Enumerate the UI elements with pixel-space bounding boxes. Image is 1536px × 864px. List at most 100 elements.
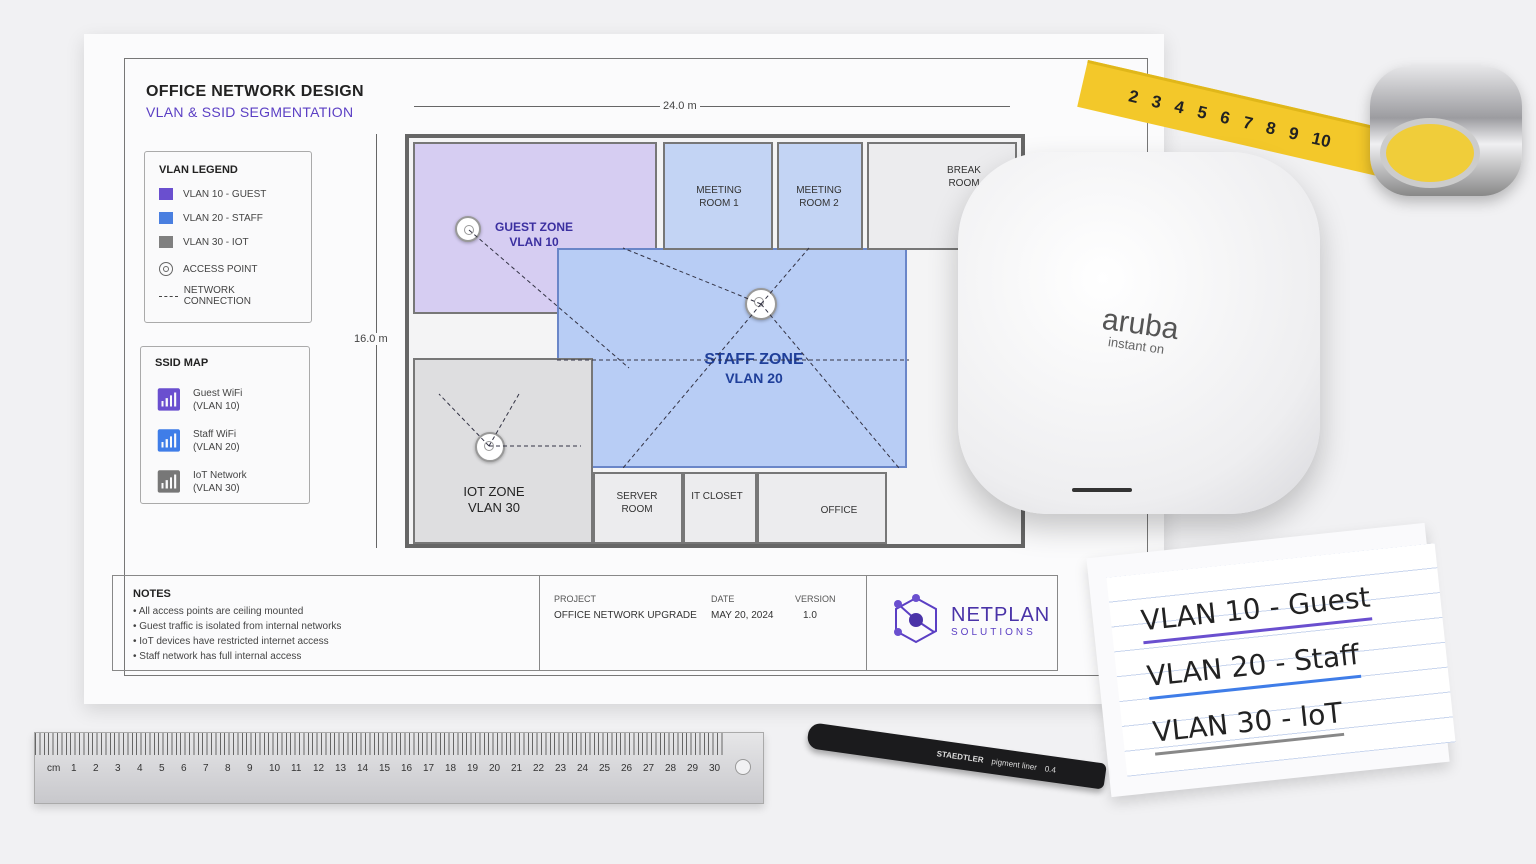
guest-zone-label: GUEST ZONE (494, 220, 573, 234)
swatch (159, 236, 173, 248)
version-label: VERSION (795, 594, 836, 604)
swatch (159, 212, 173, 224)
legend-label: ACCESS POINT (183, 263, 258, 275)
ruler-tick-label: 4 (137, 763, 143, 774)
ruler-tick-label: 8 (225, 763, 231, 774)
ruler-tick-label: 5 (159, 763, 165, 774)
width-dimension: 24.0 m (660, 100, 700, 112)
legend-label: VLAN 20 - STAFF (183, 212, 263, 224)
guest-zone-vlan: VLAN 10 (509, 235, 559, 249)
ruler-tick-label: 9 (247, 763, 253, 774)
ruler-hole (735, 759, 751, 775)
ruler-tick-label: 27 (643, 763, 655, 774)
server-room-label: SERVER ROOM (616, 491, 658, 515)
ruler-tick-label: 21 (511, 763, 523, 774)
vlan-legend: VLAN LEGEND VLAN 10 - GUEST VLAN 20 - ST… (144, 151, 312, 323)
iot-zone-label: IOT ZONE (463, 484, 525, 499)
note-item: • Guest traffic is isolated from interna… (133, 621, 342, 632)
network-connections (438, 229, 909, 469)
access-point-icon (475, 432, 505, 462)
ruler-unit: cm (47, 763, 61, 774)
meeting-room-2-label: MEETING ROOM 2 (796, 185, 842, 209)
note-item: • Staff network has full internal access (133, 651, 302, 662)
legend-item: VLAN 10 - GUEST (159, 182, 297, 206)
ssid-name: Guest WiFi (192, 387, 243, 399)
ruler-tick-label: 14 (357, 763, 369, 774)
access-point-icon (455, 216, 481, 242)
date-label: DATE (711, 594, 735, 604)
ruler-tick-label: 16 (401, 763, 413, 774)
aruba-access-point: aruba instant on (958, 152, 1320, 514)
ssid-item: 📶︎ Guest WiFi(VLAN 10) (155, 379, 295, 420)
date-value: MAY 20, 2024 (711, 610, 774, 621)
ssid-name: IoT Network (192, 469, 247, 481)
server-room (593, 472, 683, 544)
iot-zone-vlan: VLAN 30 (467, 500, 521, 516)
ruler-tick-label: 19 (467, 763, 479, 774)
wifi-icon: 📶︎ (155, 427, 183, 453)
meeting-room-1-label: MEETING ROOM 1 (696, 185, 742, 209)
ruler-tick-label: 6 (181, 763, 187, 774)
staff-zone (557, 248, 907, 468)
sheet-title: OFFICE NETWORK DESIGN (146, 83, 364, 100)
legend-label: NETWORK CONNECTION (183, 285, 251, 307)
ruler-tick-label: 30 (709, 763, 721, 774)
height-dimension: 16.0 m (354, 333, 388, 345)
office-label: OFFICE (820, 505, 858, 516)
wifi-icon: 📶︎ (155, 468, 183, 494)
card-line-iot: VLAN 30 - IoT (1150, 692, 1345, 756)
index-card: VLAN 10 - Guest VLAN 20 - Staff VLAN 30 … (1106, 543, 1456, 777)
legend-item: NETWORK CONNECTION (159, 284, 297, 308)
notes: NOTES • All access points are ceiling mo… (133, 588, 341, 664)
ruler-tick-label: 11 (291, 763, 302, 774)
ruler-tick-label: 23 (555, 763, 567, 774)
ruler-tick-label: 7 (203, 763, 209, 774)
access-point-icon (159, 262, 173, 276)
ssid-item: 📶︎ Staff WiFi(VLAN 20) (155, 420, 295, 461)
meeting-room-2 (777, 142, 863, 250)
ruler-tick-label: 22 (533, 763, 545, 774)
card-line-staff: VLAN 20 - Staff (1144, 634, 1362, 700)
logo-tagline: SOLUTIONS (951, 627, 1036, 638)
ssid-map-heading: SSID MAP (155, 357, 209, 369)
note-item: • All access points are ceiling mounted (133, 606, 304, 617)
ruler-tick-label: 10 (269, 763, 281, 774)
ssid-item: 📶︎ IoT Network(VLAN 30) (155, 461, 295, 502)
card-line-guest: VLAN 10 - Guest (1139, 577, 1373, 645)
ruler-tick-label: 24 (577, 763, 589, 774)
notes-heading: NOTES (133, 588, 171, 600)
ruler-tick-label: 26 (621, 763, 633, 774)
logo-name: NETPLAN (951, 604, 1051, 626)
sheet-subtitle: VLAN & SSID SEGMENTATION (146, 104, 354, 120)
ruler-tick-label: 2 (93, 763, 99, 774)
ruler-tick-label: 28 (665, 763, 677, 774)
ruler-tick-label: 13 (335, 763, 347, 774)
swatch (159, 188, 173, 200)
meeting-room-1 (663, 142, 773, 250)
ruler-tick-label: 3 (115, 763, 121, 774)
wifi-icon: 📶︎ (155, 386, 183, 412)
legend-item: VLAN 30 - IOT (159, 230, 297, 254)
tape-measure-case (1370, 66, 1522, 196)
legend-item: VLAN 20 - STAFF (159, 206, 297, 230)
break-room-label: BREAK ROOM (947, 165, 981, 189)
width-dimension-line (414, 106, 1010, 107)
it-closet (683, 472, 757, 544)
title-block (112, 575, 1058, 671)
ruler-tick-label: 15 (379, 763, 391, 774)
project-label: PROJECT (554, 594, 597, 604)
legend-label: VLAN 10 - GUEST (183, 188, 267, 200)
staff-zone-vlan: VLAN 20 (725, 370, 783, 386)
project-value: OFFICE NETWORK UPGRADE (554, 610, 697, 621)
dashed-line-icon (159, 295, 178, 297)
ruler-tick-label: 20 (489, 763, 501, 774)
ssid-map: SSID MAP 📶︎ Guest WiFi(VLAN 10) 📶︎ Staff… (140, 346, 310, 504)
ruler-tick-label: 18 (445, 763, 457, 774)
ruler-tick-label: 17 (423, 763, 435, 774)
ssid-name: Staff WiFi (192, 428, 237, 440)
office (757, 472, 887, 544)
note-item: • IoT devices have restricted internet a… (133, 636, 329, 647)
